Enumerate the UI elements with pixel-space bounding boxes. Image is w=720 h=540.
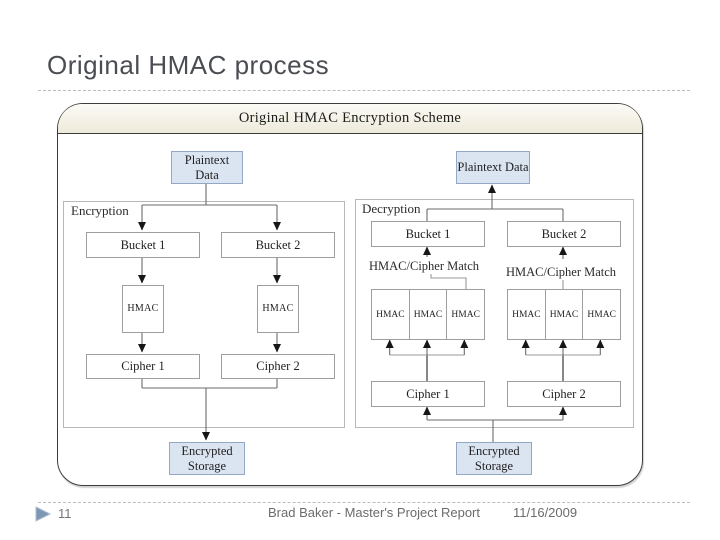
enc-bucket2-box: Bucket 2	[221, 232, 335, 258]
dec-cipher2-box: Cipher 2	[507, 381, 621, 407]
dec-hmac-group-1: HMAC HMAC HMAC	[371, 289, 485, 340]
decryption-group-frame	[355, 199, 634, 428]
enc-cipher2-box: Cipher 2	[221, 354, 335, 379]
diagram-title: Original HMAC Encryption Scheme	[58, 104, 642, 134]
dec-plaintext-data-box: Plaintext Data	[456, 151, 530, 184]
dec-match-label-1: HMAC/Cipher Match	[369, 259, 480, 274]
dec-encrypted-storage-box: Encrypted Storage	[456, 442, 532, 475]
enc-bucket1-box: Bucket 1	[86, 232, 200, 258]
page-marker-icon	[35, 506, 52, 522]
slide-title: Original HMAC process	[47, 50, 330, 80]
encryption-group-label: Encryption	[69, 203, 131, 219]
dec-hmac-cell: HMAC	[408, 290, 447, 339]
dec-hmac-cell: HMAC	[512, 309, 541, 320]
connector-lines	[138, 182, 605, 442]
hmac-diagram: Original HMAC Encryption Scheme	[57, 103, 643, 486]
decryption-group-label: Decryption	[360, 201, 423, 217]
enc-hmac2-box: HMAC	[257, 285, 299, 333]
footer-date: 11/16/2009	[513, 505, 578, 520]
dec-hmac-cell: HMAC	[376, 309, 405, 320]
footer-divider	[38, 502, 690, 503]
encryption-group-frame	[63, 201, 345, 428]
enc-plaintext-data-box: Plaintext Data	[171, 151, 243, 184]
dec-hmac-group-2: HMAC HMAC HMAC	[507, 289, 621, 340]
dec-hmac-cell: HMAC	[582, 290, 620, 339]
page-number: 11	[58, 506, 72, 521]
enc-hmac1-box: HMAC	[122, 285, 164, 333]
dec-cipher1-box: Cipher 1	[371, 381, 485, 407]
footer-author: Brad Baker - Master's Project Report	[268, 505, 480, 520]
dec-hmac-cell: HMAC	[544, 290, 583, 339]
dec-bucket1-box: Bucket 1	[371, 221, 485, 247]
enc-cipher1-box: Cipher 1	[86, 354, 200, 379]
title-divider	[38, 90, 690, 91]
enc-encrypted-storage-box: Encrypted Storage	[169, 442, 245, 475]
dec-hmac-cell: HMAC	[446, 290, 484, 339]
dec-bucket2-box: Bucket 2	[507, 221, 621, 247]
dec-match-label-2: HMAC/Cipher Match	[506, 265, 617, 280]
